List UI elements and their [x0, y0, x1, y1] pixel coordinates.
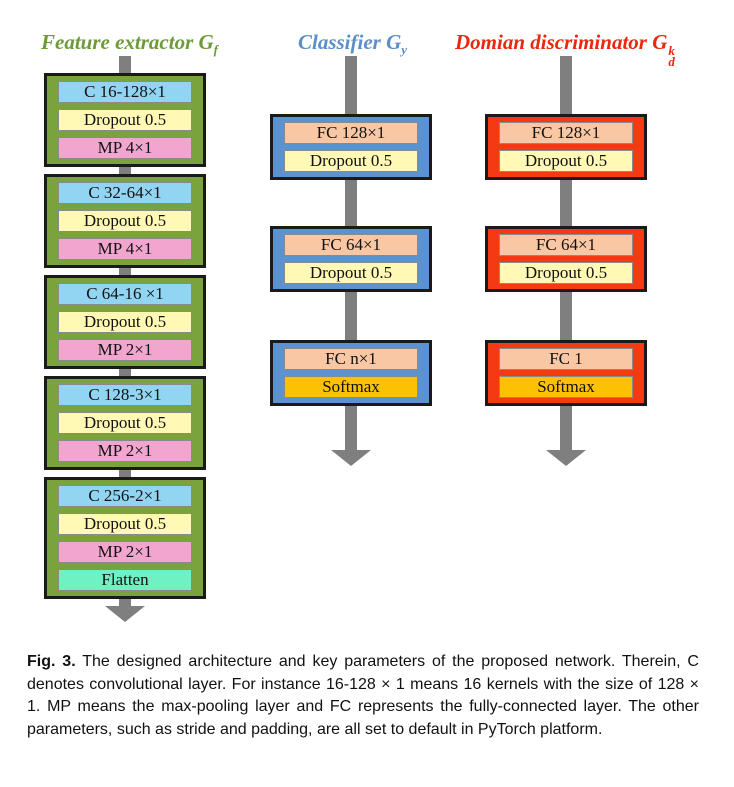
layer-conv: C 128-3×1	[58, 384, 192, 406]
layer-dropout: Dropout 0.5	[58, 412, 192, 434]
domain-discriminator-title-text: Domian discriminator	[455, 30, 653, 54]
layer-mp: MP 2×1	[58, 541, 192, 563]
layer-dropout: Dropout 0.5	[58, 210, 192, 232]
layer-fc: FC 128×1	[284, 122, 418, 144]
layer-fc: FC 128×1	[499, 122, 633, 144]
layer-conv: C 64-16 ×1	[58, 283, 192, 305]
layer-fc: FC 1	[499, 348, 633, 370]
figure-caption-label: Fig. 3.	[27, 653, 76, 670]
classifier-title-text: Classifier	[298, 30, 387, 54]
domain-discriminator-symbol: G	[652, 30, 668, 54]
feature-extractor-title: Feature extractor Gf	[41, 30, 218, 58]
layer-dropout: Dropout 0.5	[58, 109, 192, 131]
layer-conv: C 16-128×1	[58, 81, 192, 103]
layer-softmax: Softmax	[499, 376, 633, 398]
classifier-title: Classifier Gy	[298, 30, 407, 58]
architecture-diagram: Feature extractor Gf Classifier Gy Domia…	[41, 30, 675, 622]
layer-mp: MP 4×1	[58, 238, 192, 260]
feature-extractor-subscript: f	[213, 42, 219, 58]
domain-discriminator-superscript: k	[668, 43, 675, 58]
discriminator-block: FC 1 Softmax	[485, 340, 647, 406]
layer-fc: FC 64×1	[284, 234, 418, 256]
feature-extractor-symbol: G	[198, 30, 214, 54]
layer-mp: MP 2×1	[58, 440, 192, 462]
layer-dropout: Dropout 0.5	[499, 150, 633, 172]
figure-caption: Fig. 3. The designed architecture and ke…	[27, 651, 699, 741]
discriminator-flow-arrowhead-icon	[546, 450, 586, 466]
classifier-symbol: G	[386, 30, 402, 54]
feature-block: C 64-16 ×1 Dropout 0.5 MP 2×1	[44, 275, 206, 369]
layer-dropout: Dropout 0.5	[58, 513, 192, 535]
layer-conv: C 32-64×1	[58, 182, 192, 204]
domain-discriminator-subscript: d	[668, 54, 675, 69]
layer-dropout: Dropout 0.5	[284, 262, 418, 284]
layer-fc: FC n×1	[284, 348, 418, 370]
feature-extractor-title-text: Feature extractor	[41, 30, 199, 54]
figure-caption-text: The designed architecture and key parame…	[27, 653, 699, 738]
layer-dropout: Dropout 0.5	[499, 262, 633, 284]
layer-flatten: Flatten	[58, 569, 192, 591]
classifier-flow-arrowhead-icon	[331, 450, 371, 466]
layer-dropout: Dropout 0.5	[58, 311, 192, 333]
layer-dropout: Dropout 0.5	[284, 150, 418, 172]
feature-flow-arrowhead-icon	[105, 606, 145, 622]
layer-fc: FC 64×1	[499, 234, 633, 256]
layer-mp: MP 2×1	[58, 339, 192, 361]
classifier-subscript: y	[401, 42, 408, 58]
layer-mp: MP 4×1	[58, 137, 192, 159]
layer-conv: C 256-2×1	[58, 485, 192, 507]
layer-softmax: Softmax	[284, 376, 418, 398]
